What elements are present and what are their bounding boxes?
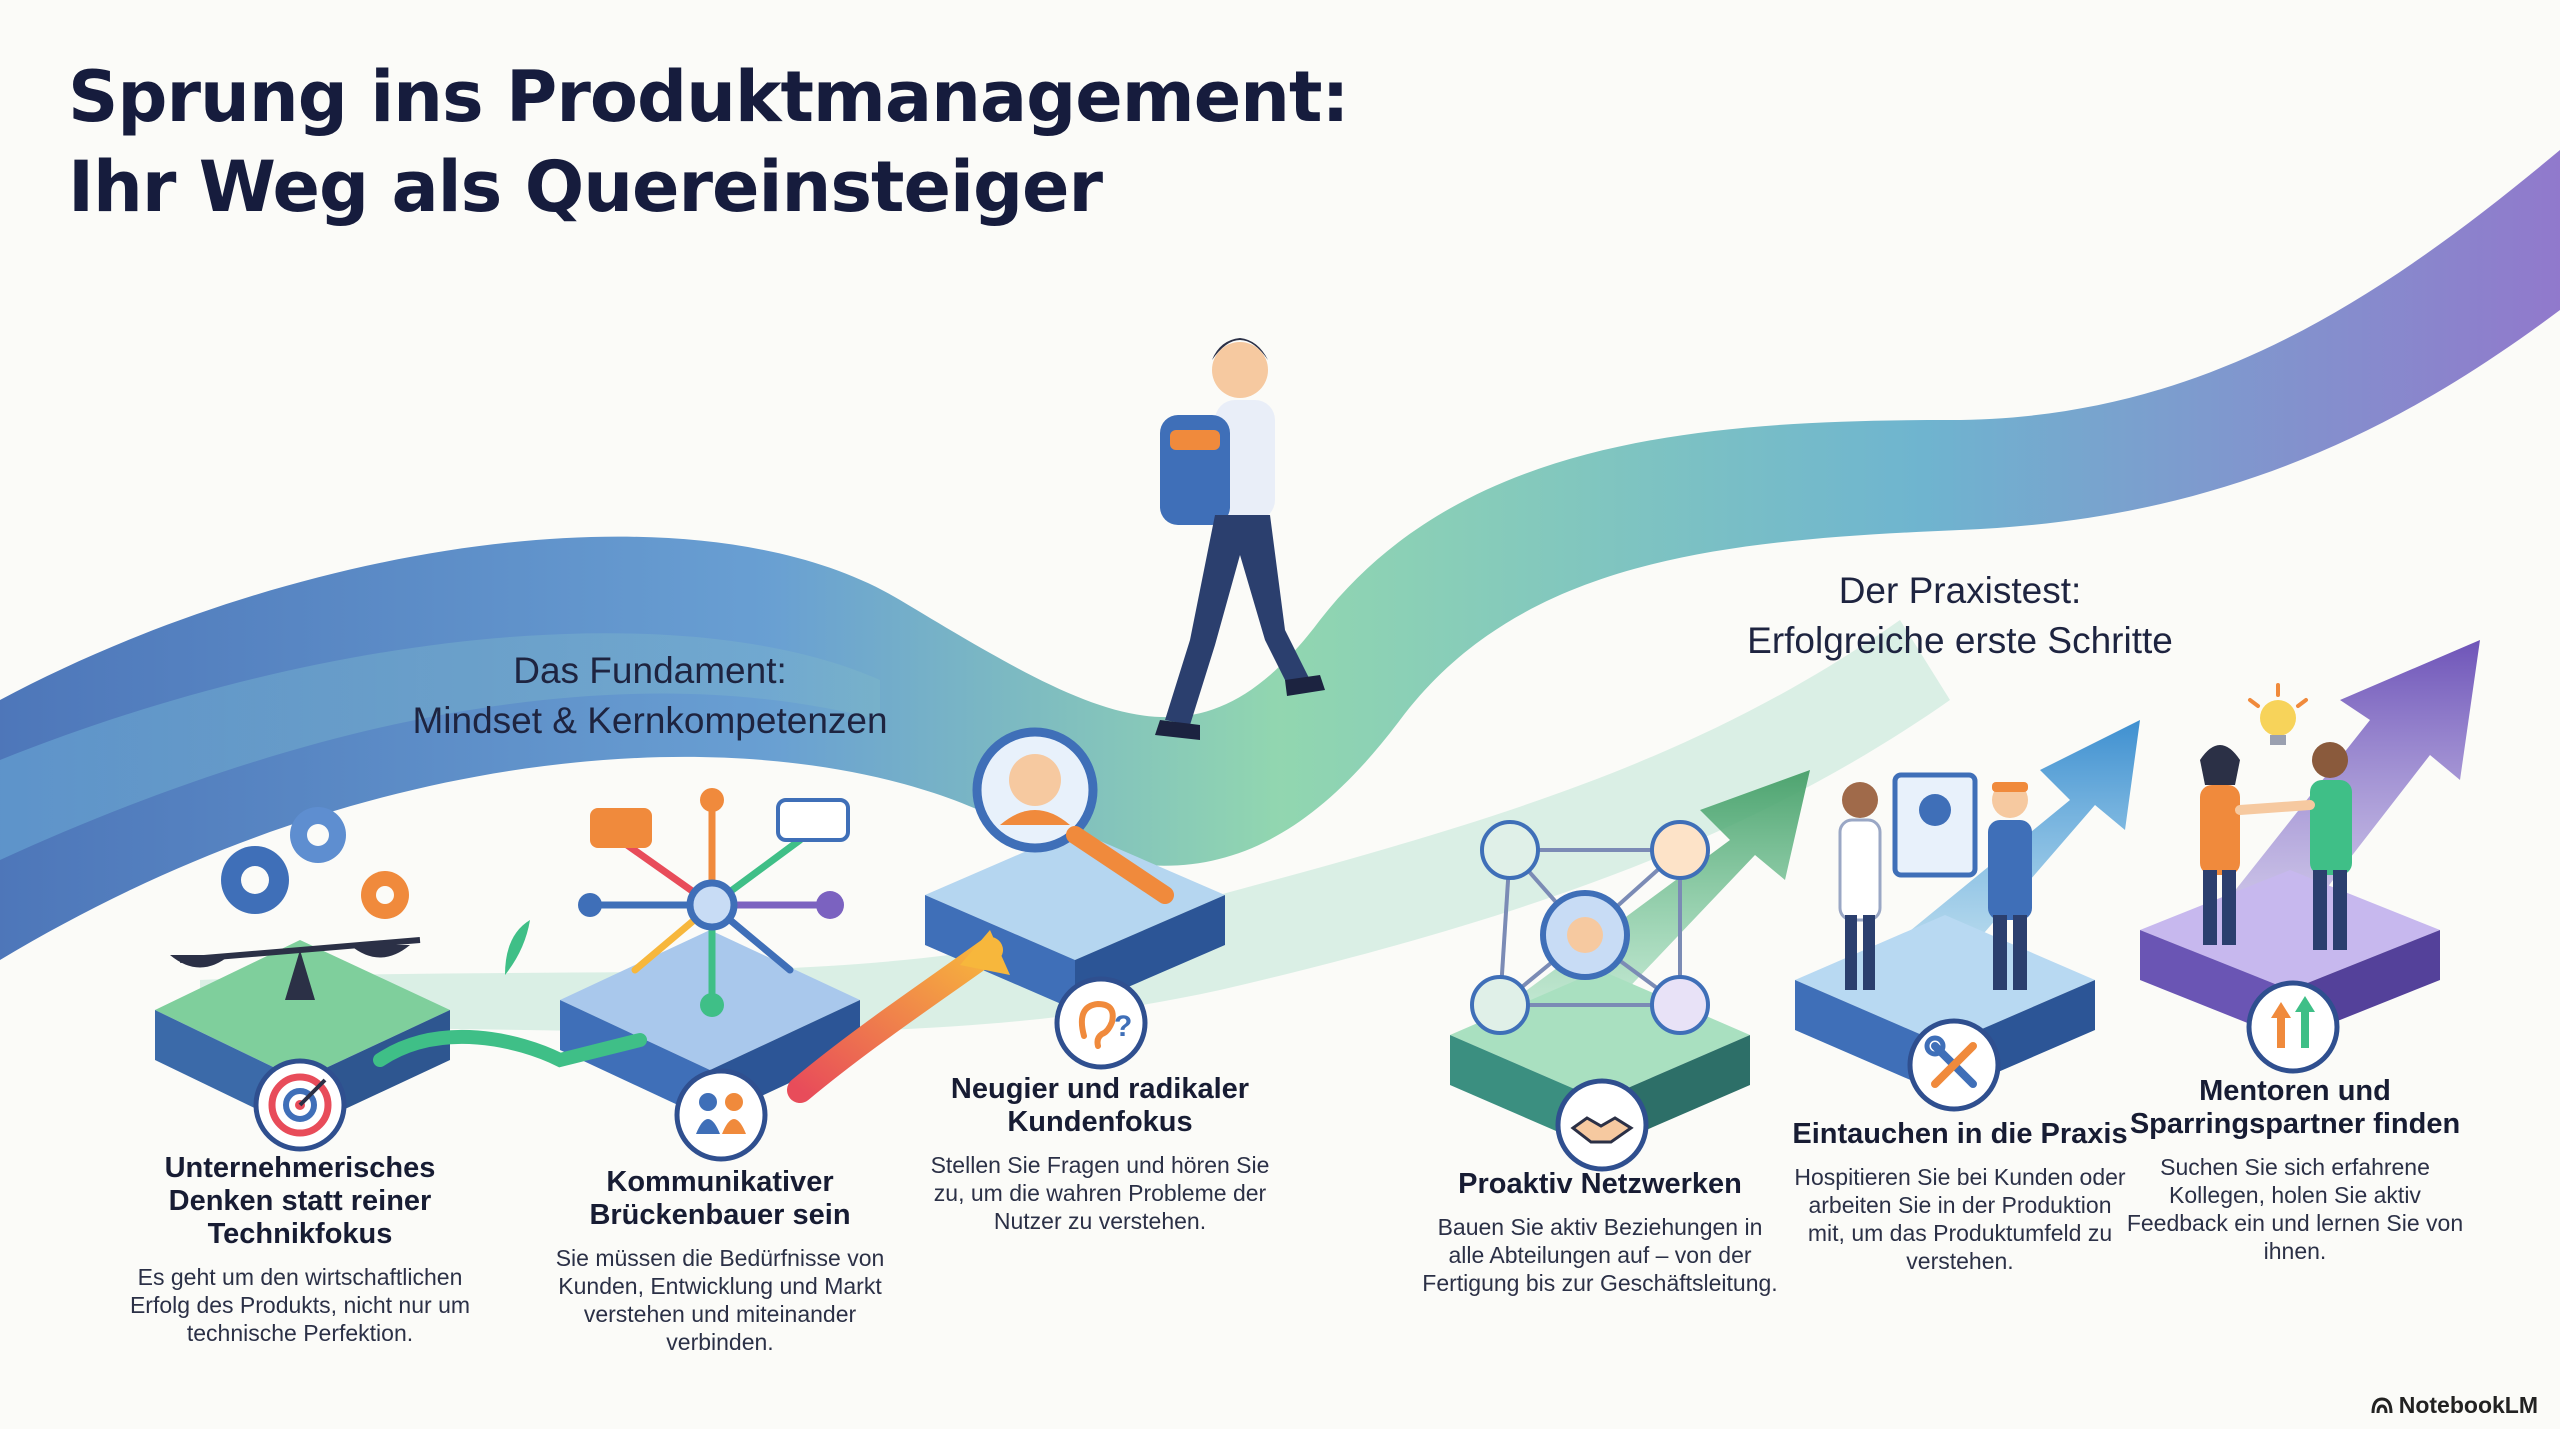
step-5-title: Eintauchen in die Praxis (1792, 1118, 2128, 1150)
title-line-2: Ihr Weg als Quereinsteiger (68, 146, 1103, 228)
step-2-text: Sie müssen die Bedürfnisse von Kunden, E… (555, 1245, 885, 1355)
handshake-icon (1555, 1078, 1649, 1172)
walker-figure (1155, 338, 1325, 740)
step-4-text: Bauen Sie aktiv Beziehungen in alle Abte… (1422, 1214, 1778, 1296)
section-practice-line-2: Erfolgreiche erste Schritte (1747, 620, 2173, 661)
practice-illustration (1838, 772, 2032, 990)
step-4-title: Proaktiv Netzwerken (1458, 1168, 1742, 1200)
svg-text:?: ? (1114, 1010, 1132, 1043)
section-foundation-line-2: Mindset & Kernkompetenzen (412, 700, 888, 741)
step-6-title: Mentoren und Sparringspartner finden (2129, 1075, 2461, 1140)
step-5-text: Hospitieren Sie bei Kunden oder arbeiten… (1794, 1164, 2126, 1274)
step-2-title: Kommunikativer Brückenbauer sein (589, 1166, 851, 1231)
page-title: Sprung ins Produktmanagement: Ihr Weg al… (68, 52, 1349, 232)
step-card-4: Proaktiv Netzwerken Bauen Sie aktiv Bezi… (1420, 1168, 1780, 1297)
connector-2 (787, 937, 1003, 1103)
network-illustration (1470, 820, 1710, 1035)
step-card-6: Mentoren und Sparringspartner finden Suc… (2120, 1075, 2470, 1265)
step-6-text: Suchen Sie sich erfahrene Kollegen, hole… (2126, 1154, 2464, 1264)
section-practice-line-1: Der Praxistest: (1838, 570, 2082, 611)
notebooklm-logo-icon (2371, 1396, 2393, 1413)
target-icon (253, 1058, 347, 1152)
step-1-title: Unternehmerisches Denken statt reiner Te… (164, 1152, 436, 1250)
communication-hub-illustration (578, 788, 850, 1017)
notebooklm-branding: NotebookLM (2371, 1392, 2538, 1419)
step-card-5: Eintauchen in die Praxis Hospitieren Sie… (1790, 1118, 2130, 1275)
step-card-1: Unternehmerisches Denken statt reiner Te… (110, 1152, 490, 1347)
step-card-2: Kommunikativer Brückenbauer sein Sie müs… (535, 1166, 905, 1356)
gears-scale-illustration (170, 807, 421, 1000)
ear-question-icon: ? (1054, 976, 1148, 1070)
mentors-illustration (2200, 683, 2352, 950)
magnifier-illustration (972, 727, 1174, 904)
notebooklm-label: NotebookLM (2398, 1392, 2538, 1418)
growth-arrows-icon (2246, 980, 2340, 1074)
section-practice-heading: Der Praxistest: Erfolgreiche erste Schri… (1640, 566, 2280, 666)
tools-icon (1907, 1018, 2001, 1112)
ribbon-highlight (0, 633, 880, 860)
sprout (505, 920, 530, 975)
title-line-1: Sprung ins Produktmanagement: (68, 56, 1349, 138)
step-3-title: Neugier und radikaler Kundenfokus (950, 1073, 1250, 1138)
connector-1 (373, 1029, 647, 1068)
path-ribbon (0, 150, 2560, 960)
step-card-3: Neugier und radikaler Kundenfokus Stelle… (920, 1073, 1280, 1235)
section-foundation-heading: Das Fundament: Mindset & Kernkompetenzen (330, 646, 970, 746)
people-icon (674, 1068, 768, 1162)
connector-2-head (960, 930, 1010, 975)
step-3-text: Stellen Sie Fragen und hören Sie zu, um … (930, 1152, 1270, 1234)
section-foundation-line-1: Das Fundament: (513, 650, 787, 691)
step-1-text: Es geht um den wirtschaftlichen Erfolg d… (129, 1264, 471, 1346)
